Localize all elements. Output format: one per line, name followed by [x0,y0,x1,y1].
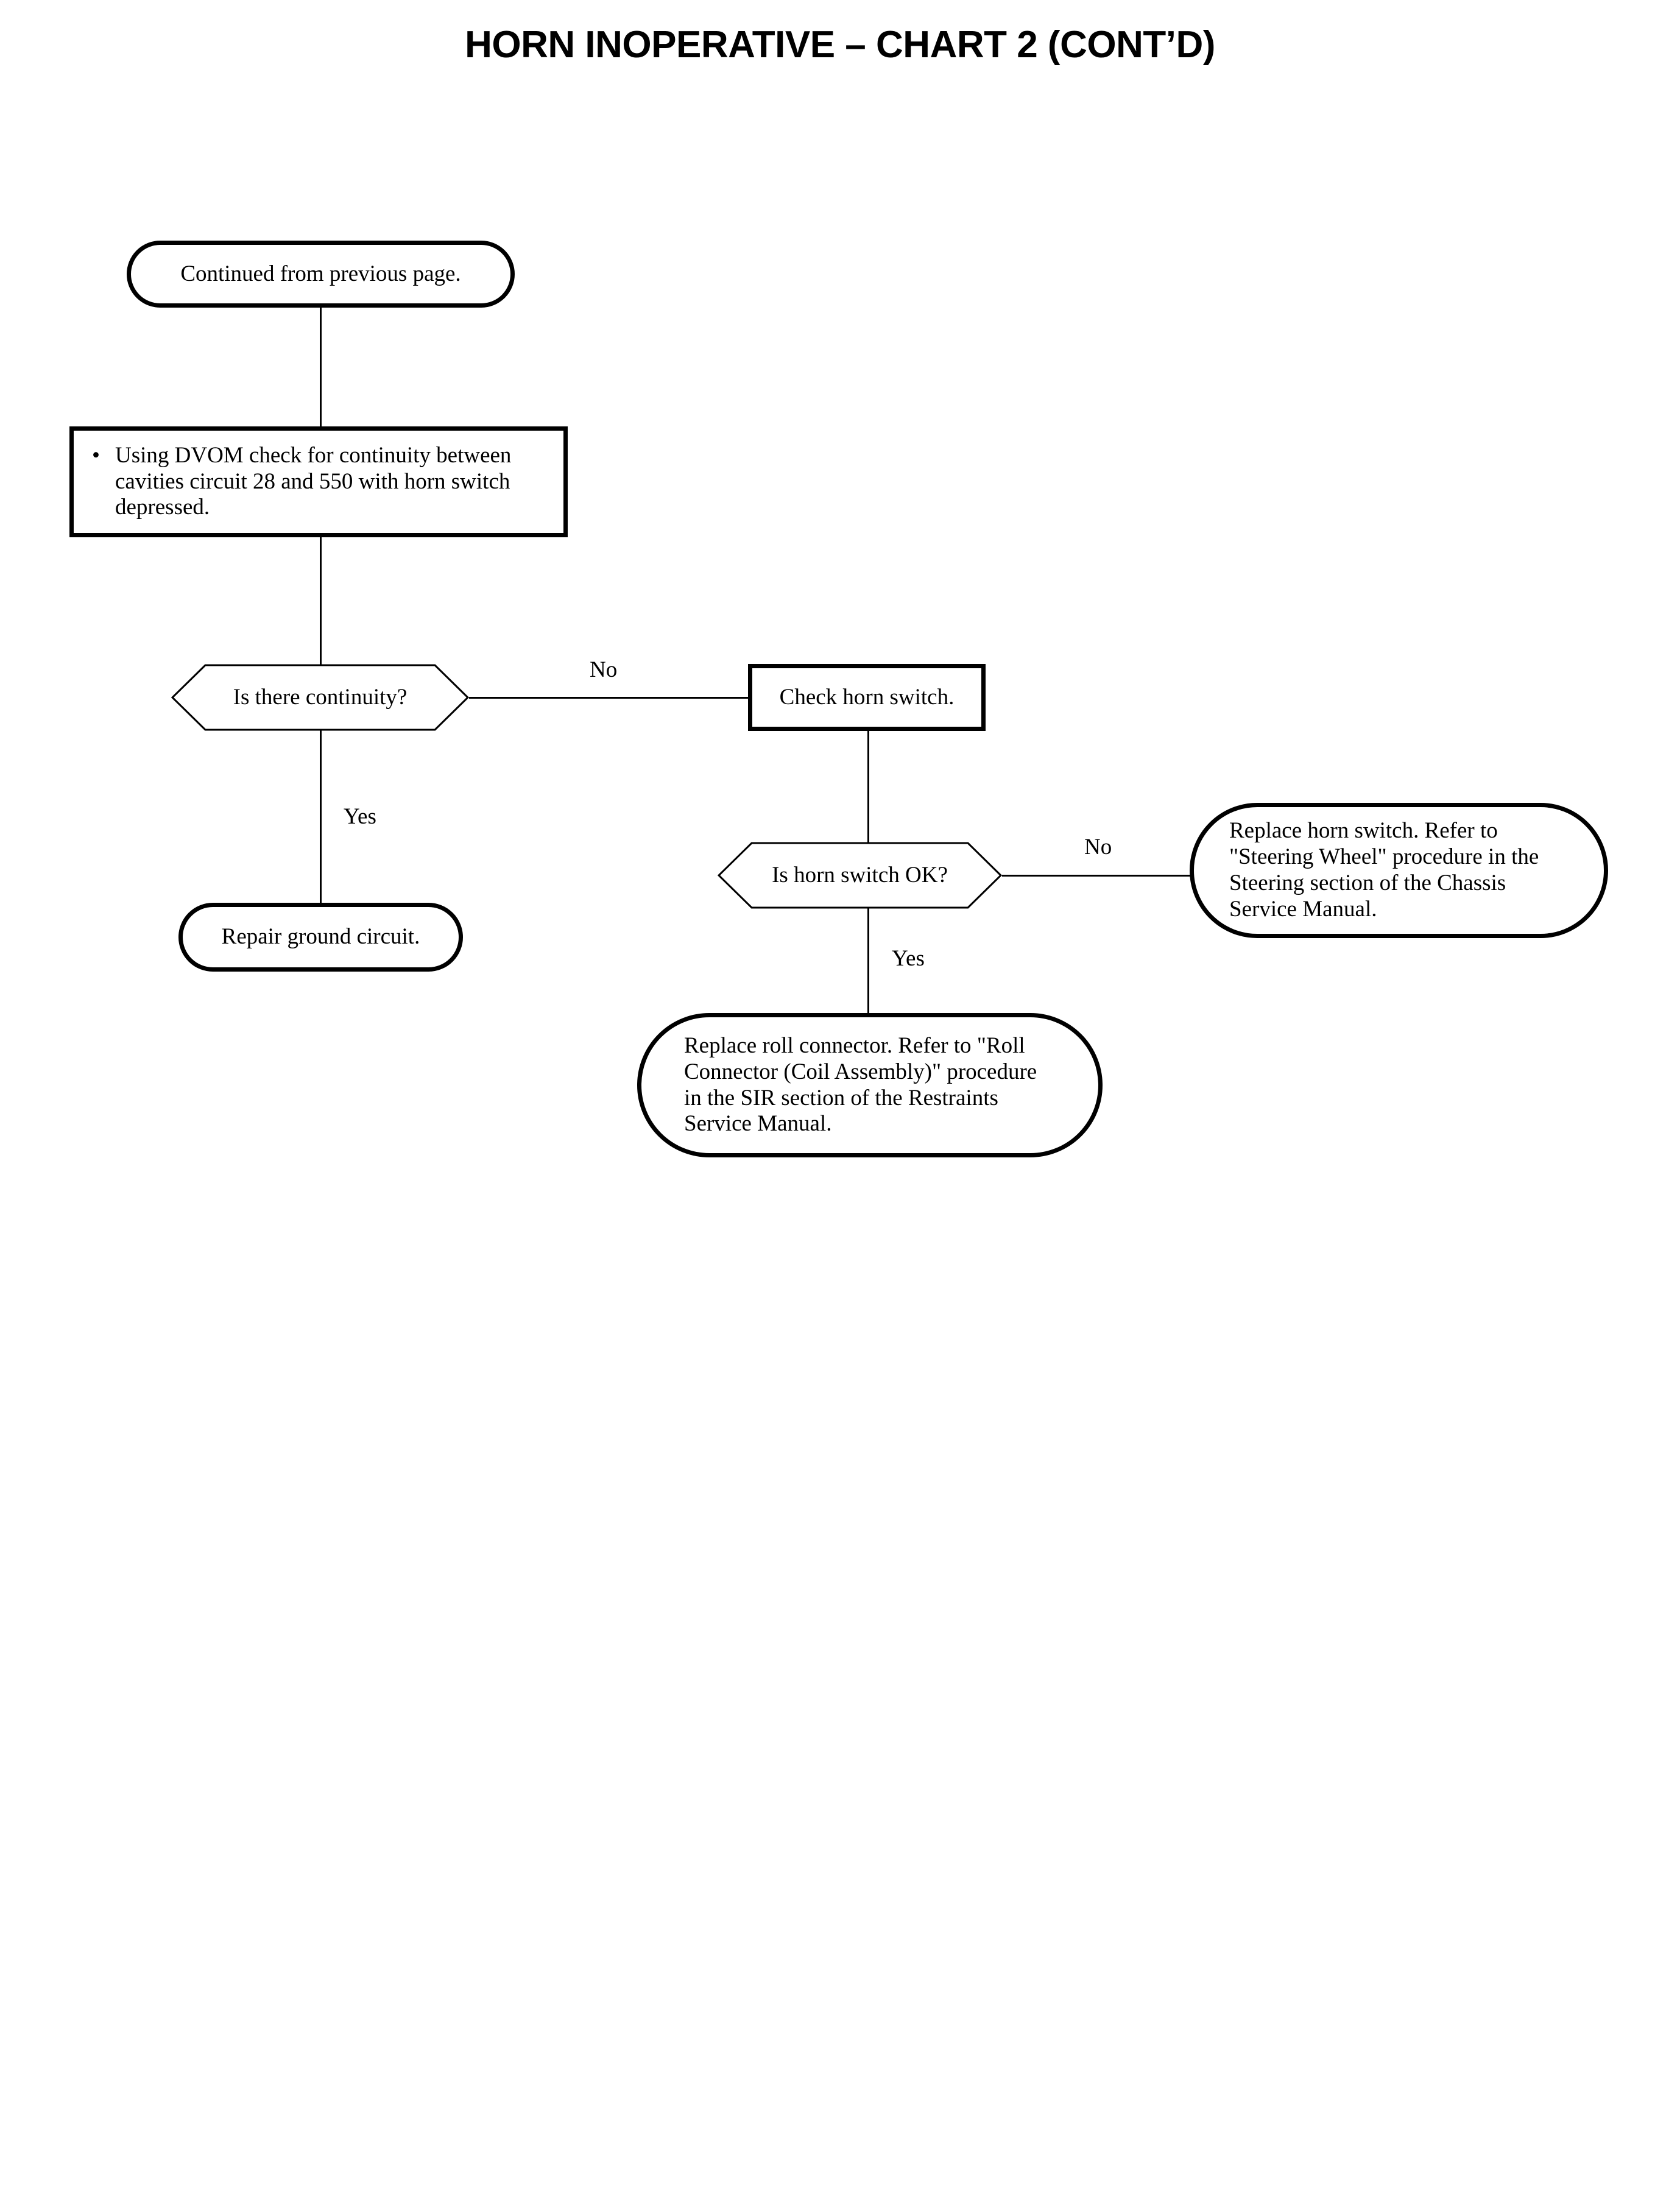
node-check-horn-switch[interactable]: Check horn switch. [748,664,986,731]
node-is-there-continuity-label: Is there continuity? [233,684,408,710]
connector-continued-to-dvom [320,307,322,427]
connector-continuity-no-to-check-switch [469,697,749,699]
node-replace-roll-connector-label: Replace roll connector. Refer to "Roll C… [684,1033,1037,1137]
node-check-horn-switch-label: Check horn switch. [779,684,955,710]
connector-dvom-to-continuity [320,536,322,665]
node-replace-horn-switch[interactable]: Replace horn switch. Refer to "Steering … [1190,803,1608,938]
edge-label-switch-yes: Yes [892,946,925,971]
node-repair-ground-circuit-label: Repair ground circuit. [221,924,420,950]
node-is-there-continuity[interactable]: Is there continuity? [171,664,469,731]
node-repair-ground-circuit[interactable]: Repair ground circuit. [178,903,463,972]
node-is-horn-switch-ok-label: Is horn switch OK? [772,862,948,888]
hexagon-shape-switch-ok [718,842,1002,909]
connector-check-switch-to-switch-ok [867,730,869,843]
edge-label-switch-no: No [1084,835,1112,860]
edge-label-continuity-no: No [590,657,618,682]
node-replace-horn-switch-label: Replace horn switch. Refer to "Steering … [1229,818,1539,922]
hexagon-shape-continuity [171,664,469,731]
node-dvom-continuity-check-label: Using DVOM check for continuity between … [115,442,512,520]
bullet-icon: • [92,442,100,468]
connector-switch-yes-to-replace-roll-connector [867,908,869,1014]
edge-label-continuity-yes: Yes [344,804,376,829]
node-continued-from-previous-page[interactable]: Continued from previous page. [127,241,515,308]
node-continued-from-previous-page-label: Continued from previous page. [180,261,461,286]
node-dvom-continuity-check[interactable]: • Using DVOM check for continuity betwee… [69,426,568,537]
node-is-horn-switch-ok[interactable]: Is horn switch OK? [718,842,1002,909]
connector-continuity-yes-to-repair-ground [320,730,322,904]
node-replace-roll-connector[interactable]: Replace roll connector. Refer to "Roll C… [637,1013,1103,1157]
connector-switch-no-to-replace-switch [1002,875,1192,877]
page-title: HORN INOPERATIVE – CHART 2 (CONT’D) [465,24,1215,66]
